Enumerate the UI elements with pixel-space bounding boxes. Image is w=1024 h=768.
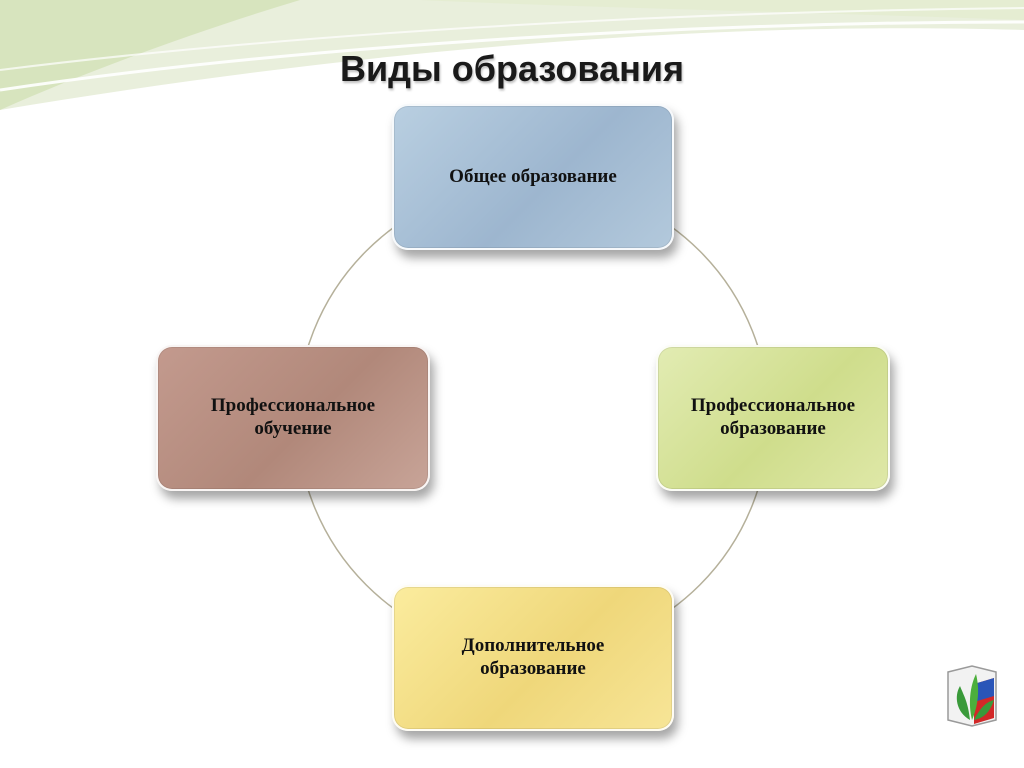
node-label: Профессиональное обучение: [210, 395, 376, 439]
node-label: Дополнительное образование: [461, 635, 605, 679]
emblem-icon: [947, 665, 997, 727]
background-swoosh: [0, 0, 1024, 110]
node-additional-education: Дополнительное образование: [392, 585, 674, 731]
node-general-education: Общее образование: [392, 104, 674, 250]
node-label: Общее образование: [449, 165, 617, 187]
node-professional-training: Профессиональное обучение: [156, 345, 430, 491]
node-label: Профессиональное образование: [690, 395, 856, 439]
node-professional-education: Профессиональное образование: [656, 345, 890, 491]
page-title: Виды образования: [340, 48, 684, 89]
